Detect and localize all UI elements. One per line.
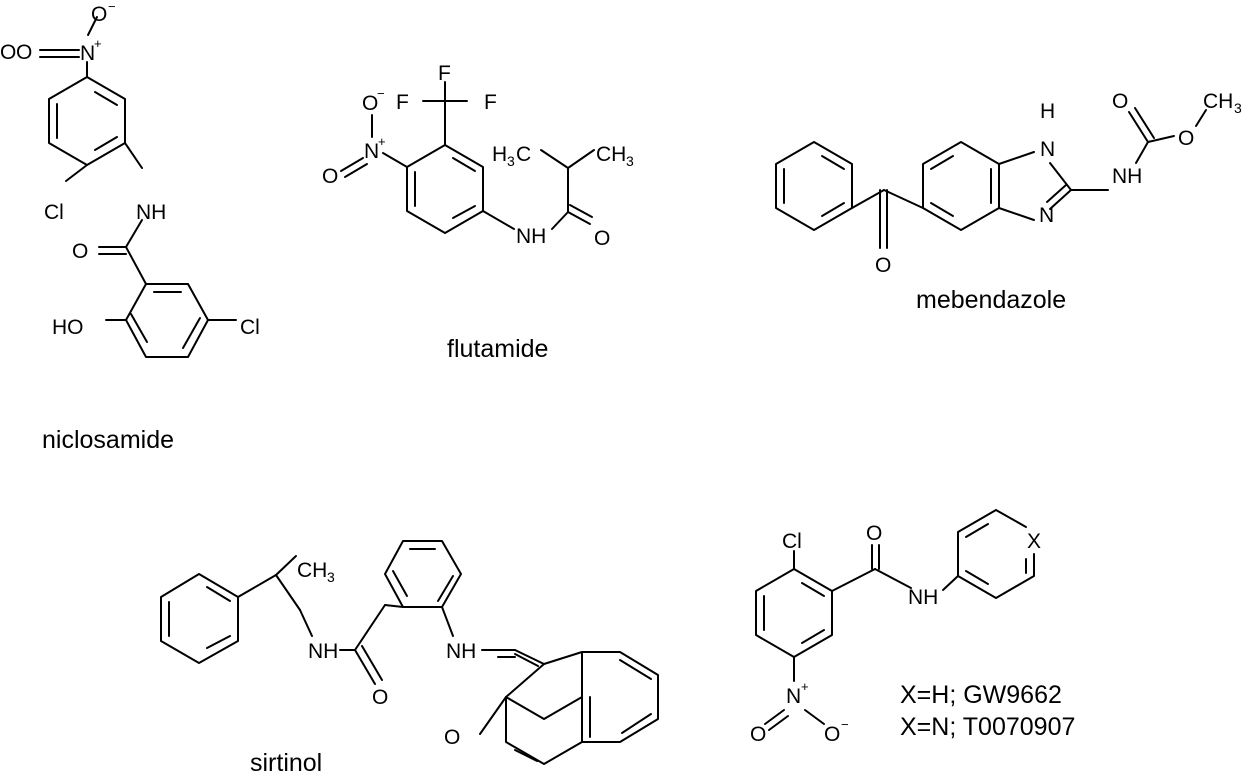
flutamide-structure: F F F O − N + O H 3 C CH 3 NH O flutamid… [322,62,634,363]
sirtinol-amide-nh: NH [308,640,338,663]
niclosamide-nitro-plus: + [94,36,102,51]
flutamide-h3c-sub: 3 [507,153,515,169]
mebendazole-label: mebendazole [916,286,1066,314]
flutamide-f-right: F [484,91,497,114]
legend-1-prefix: X=H; [900,681,963,709]
mebendazole-ch3-sub: 3 [1234,100,1242,116]
flutamide-h3c-h: H [492,143,507,166]
gw9662-cl: Cl [782,530,802,553]
mebendazole-carbamate-o: O [1178,127,1194,150]
gw9662-legend-line-1: X=H; GW9662 [900,681,1062,709]
niclosamide-cl-salicyl: Cl [240,316,260,339]
gw9662-ring-x: X [1027,530,1041,553]
sirtinol-ch3-sub: 3 [327,569,335,585]
niclosamide-nitro-n: N [80,42,95,65]
flutamide-nitro-n: N [364,140,379,163]
niclosamide-nh: NH [136,201,166,224]
sirtinol-naphthone-o: O [444,726,460,749]
sirtinol-structure: CH 3 NH O NH O sirtinol [160,540,659,777]
legend-1-id: GW9662 [963,681,1062,709]
flutamide-nitro-o-minus: O [362,92,378,115]
niclosamide-ho: HO [52,316,84,339]
legend-2-id: T0070907 [963,713,1076,741]
flutamide-nh: NH [516,225,546,248]
gw9662-nitro-n: N [786,685,801,708]
mebendazole-structure: H N N NH O O CH 3 O mebendazole [775,90,1242,314]
niclosamide-nitro-o-double: O [0,41,16,64]
niclosamide-label: niclosamide [42,426,174,454]
niclosamide-nitro-o-minus: O [16,41,32,64]
flutamide-f-left: F [396,91,409,114]
mebendazole-ketone-o: O [875,254,891,277]
gw9662-legend-line-2: X=N; T0070907 [900,713,1075,741]
flutamide-nitro-plus: + [378,134,386,149]
gw9662-nitro-o-left: O [750,723,766,746]
sirtinol-ch3: CH [297,559,327,582]
flutamide-label: flutamide [447,335,548,363]
gw9662-structure: Cl O NH X N + O O − X=H; GW9662 X=N; T00… [750,509,1075,746]
gw9662-carbonyl-o: O [866,522,882,545]
mebendazole-carbamate-o-double: O [1112,90,1128,113]
mebendazole-nh-h: H [1040,100,1055,123]
niclosamide-cl-ring: Cl [44,201,64,224]
niclosamide-nitro-minus: − [108,0,116,14]
niclosamide-carbonyl-o: O [72,240,88,263]
flutamide-ch3: CH [596,143,626,166]
legend-2-prefix: X=N; [900,713,963,741]
mebendazole-ch3: CH [1203,90,1233,113]
gw9662-nitro-plus: + [801,679,809,694]
gw9662-nitro-o-right: O [824,723,840,746]
flutamide-carbonyl-o: O [594,227,610,250]
mebendazole-nh: NH [1112,165,1142,188]
niclosamide-nitro-o-top: O [91,3,107,26]
sirtinol-imine-nh: NH [446,640,476,663]
sirtinol-amide-o: O [372,686,388,709]
gw9662-nh: NH [908,586,938,609]
gw9662-nitro-minus: − [841,717,849,732]
mebendazole-nh-n: N [1040,138,1055,161]
mebendazole-ring-n: N [1039,204,1054,227]
flutamide-nitro-minus: − [377,86,385,101]
flutamide-f-top: F [438,62,451,85]
sirtinol-label: sirtinol [250,749,322,775]
flutamide-nitro-o-double: O [322,165,338,188]
flutamide-ch3-sub: 3 [626,153,634,169]
flutamide-h3c-c: C [516,143,531,166]
niclosamide-structure: O O N + O − Cl NH O HO Cl niclosamide [0,0,260,454]
